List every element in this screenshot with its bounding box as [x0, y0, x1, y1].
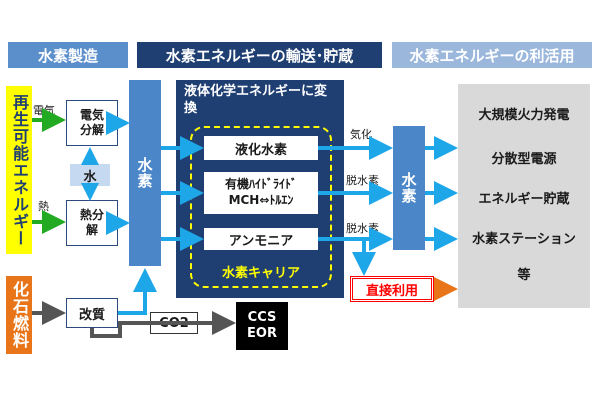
- carrier-label: 水素キャリア: [221, 266, 300, 281]
- eor-text: EOR: [247, 326, 277, 341]
- arrow-reforming-to-hydrogen: [118, 268, 157, 315]
- hydrogen-bar-left: 水素: [129, 80, 161, 266]
- carrier-dashed-frame: [190, 126, 332, 288]
- carrier-title: 液体化学エネルギーに変換: [184, 84, 328, 116]
- direct-use-box: 直接利用: [350, 276, 434, 302]
- ccs-eor-box: CCS EOR: [236, 302, 288, 350]
- ammonia-box: アンモニア: [204, 228, 318, 250]
- fossil-fuel-box: 化石燃料: [6, 276, 32, 354]
- reforming-box: 改質: [66, 298, 118, 328]
- use-item-hydrogen-station: 水素ステーション: [472, 232, 576, 247]
- organic-hydride-box: 有機ﾊｲﾄﾞﾗｲﾄﾞ MCH⇔ﾄﾙｴﾝ: [204, 172, 318, 214]
- header-transport: 水素エネルギーの輸送･貯蔵: [137, 42, 382, 68]
- arrow-co2-to-ccs: [90, 311, 236, 338]
- hydrogen-bar-right: 水素: [393, 126, 425, 250]
- use-item-large-thermal: 大規模火力発電: [478, 108, 570, 123]
- liquid-hydrogen-box: 液化水素: [204, 136, 318, 160]
- ccs-text: CCS: [247, 309, 277, 325]
- uses-panel: [458, 84, 590, 308]
- header-use: 水素エネルギーの利活用: [392, 42, 592, 68]
- organic-hydride-line1: 有機ﾊｲﾄﾞﾗｲﾄﾞ: [224, 177, 297, 192]
- header-production: 水素製造: [8, 42, 128, 68]
- use-item-etc: 等: [517, 268, 531, 283]
- use-item-energy-storage: エネルギー貯蔵: [478, 192, 570, 207]
- thermolysis-text: 熱分解: [79, 208, 104, 237]
- organic-hydride-line2: MCH⇔ﾄﾙｴﾝ: [228, 193, 294, 207]
- vaporization-label: 気化: [350, 128, 372, 141]
- electrolysis-text: 電気分解: [79, 108, 104, 137]
- renewable-energy-box: 再生可能エネルギー: [6, 86, 32, 254]
- water-box: 水: [70, 164, 110, 186]
- use-item-distributed-power: 分散型電源: [491, 152, 557, 167]
- heat-label: 熱: [38, 200, 49, 213]
